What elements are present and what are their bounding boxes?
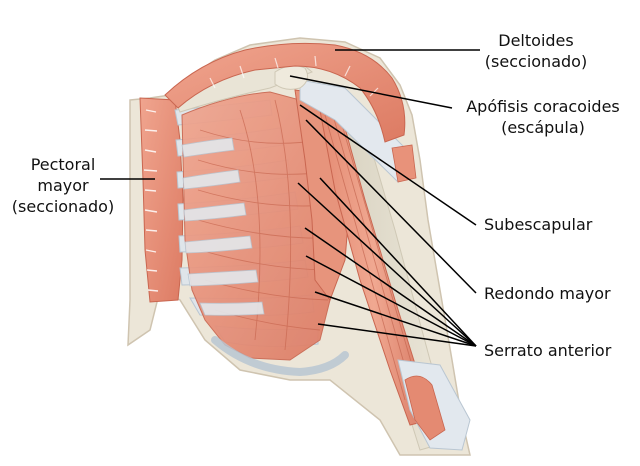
label-serrato: Serrato anterior [484, 340, 611, 361]
leader-lines [100, 49, 480, 347]
leader-serrato-1 [319, 177, 477, 347]
pectoral-fiber-ends [143, 109, 159, 292]
label-subescapular-text: Subescapular [484, 215, 593, 234]
serratus-fibers [197, 99, 333, 351]
label-subescapular: Subescapular [484, 214, 592, 235]
label-deltoides-line2: (seccionado) [484, 52, 588, 71]
costal-margin [211, 336, 349, 377]
label-serrato-text: Serrato anterior [484, 341, 612, 360]
label-deltoides-line1: Deltoides [498, 31, 574, 50]
label-apofisis-line1: Apófisis coracoides [466, 97, 620, 116]
elbow-muscle [404, 375, 446, 441]
leader-serrato-3 [304, 227, 477, 347]
leader-apofisis [289, 75, 453, 109]
rib-overlays [181, 137, 265, 316]
leader-serrato-2 [297, 182, 477, 347]
label-apofisis: Apófisis coracoides (escápula) [450, 96, 636, 138]
deltoid-fiber-ends [209, 55, 379, 97]
leader-serrato-6 [317, 323, 477, 347]
leader-serrato-4 [305, 255, 477, 347]
deltoid-cut [164, 42, 406, 143]
label-pectoral-line1: Pectoral [30, 155, 96, 174]
label-pectoral-line3: (seccionado) [11, 197, 115, 216]
leader-subescapular [299, 104, 477, 226]
label-deltoides: Deltoides (seccionado) [466, 30, 606, 72]
coracoid-process [274, 65, 309, 90]
label-apofisis-line2: (escápula) [501, 118, 585, 137]
label-pectoral: Pectoral mayor (seccionado) [4, 154, 122, 217]
label-redondo: Redondo mayor [484, 283, 611, 304]
leader-serrato-5 [314, 291, 477, 347]
label-redondo-text: Redondo mayor [484, 284, 611, 303]
leader-redondo [305, 119, 477, 294]
label-pectoral-line2: mayor [37, 176, 89, 195]
